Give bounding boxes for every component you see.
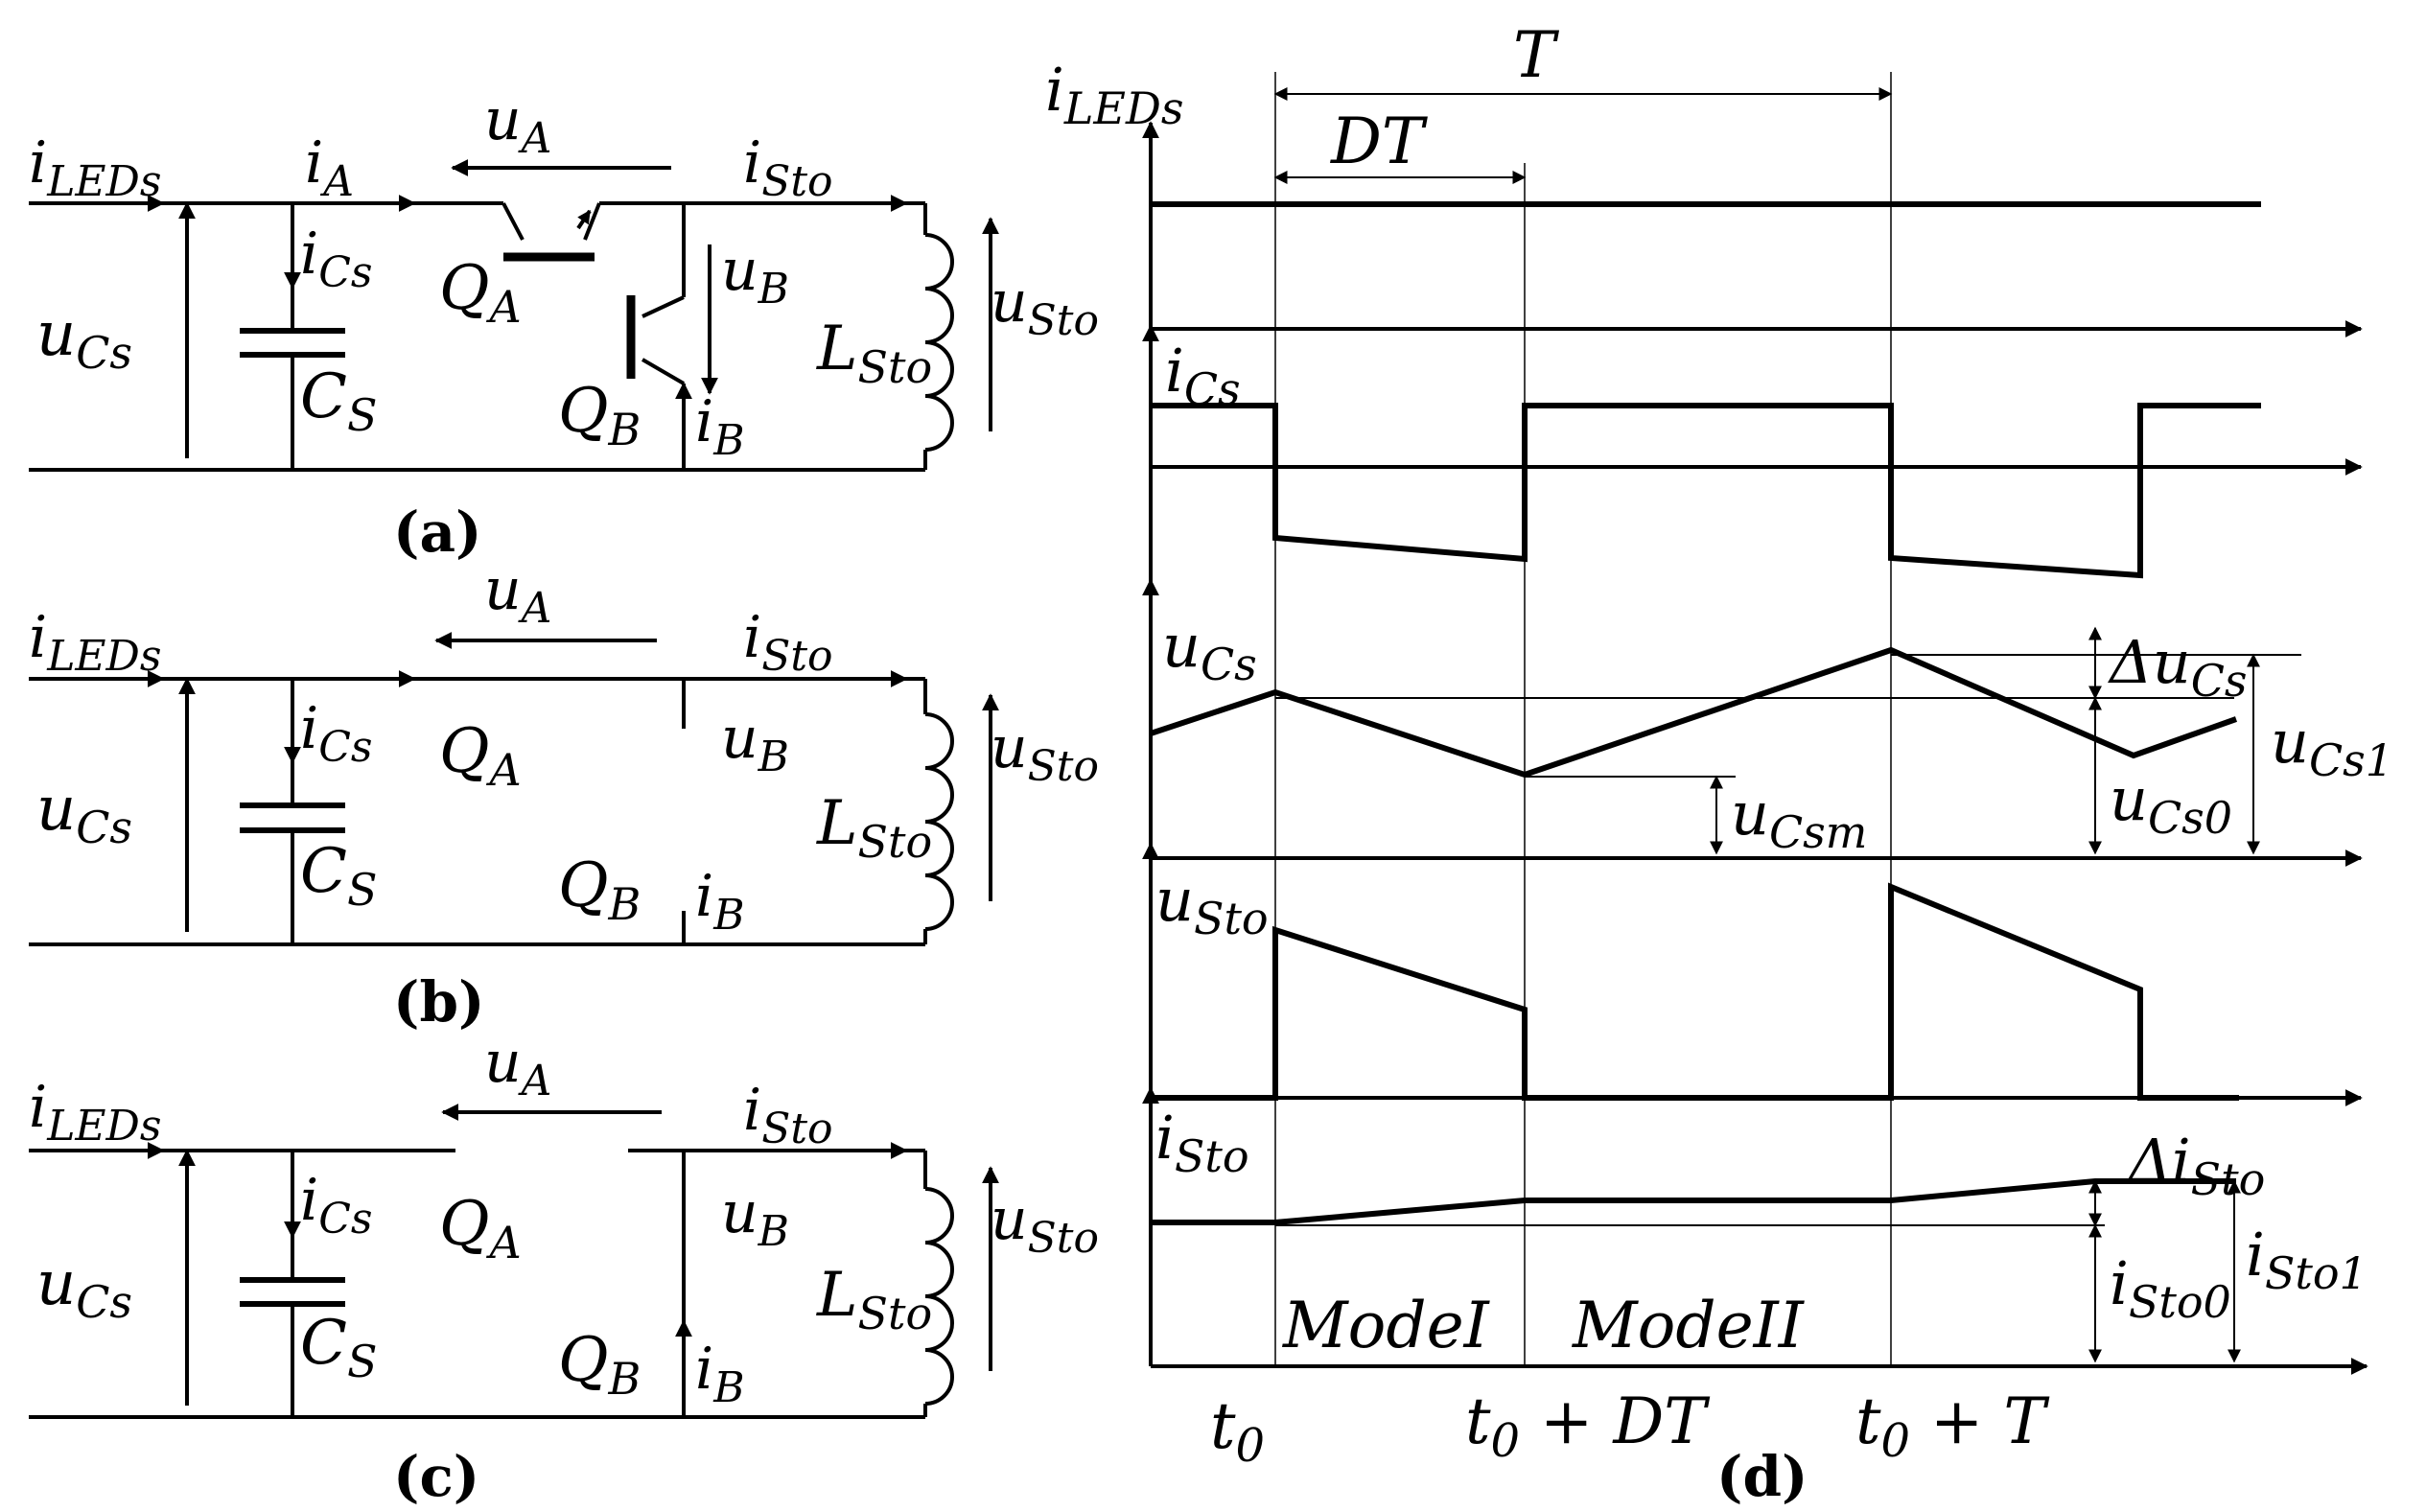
label-ua-c: uA bbox=[484, 1029, 551, 1105]
label-ucs0: uCs0 bbox=[2110, 764, 2232, 844]
label-ucs-b: uCs bbox=[36, 774, 132, 853]
circuit-c-labels: iLEDs uA iSto uCs iCs CS QA QB uB iB LSt… bbox=[29, 1029, 1099, 1509]
waveform-labels: T DT iLEDs iCs uCs ΔuCs uCs1 uCsm uCs0 u… bbox=[1045, 18, 2393, 1509]
label-cs-a: CS bbox=[300, 361, 377, 441]
label-ics-b: iCs bbox=[300, 695, 372, 772]
panel-label-b: (b) bbox=[393, 969, 484, 1035]
label-ileds-b: iLEDs bbox=[29, 604, 161, 681]
label-delta-isto: ΔiSto bbox=[2127, 1126, 2265, 1205]
inductor-lsto-a bbox=[924, 233, 954, 452]
label-lsto-a: LSto bbox=[816, 314, 932, 393]
label-lsto-b: LSto bbox=[816, 788, 932, 868]
label-ileds-c: iLEDs bbox=[29, 1074, 161, 1151]
label-ucsm: uCsm bbox=[1731, 779, 1867, 858]
label-ub-b: uB bbox=[721, 705, 789, 781]
label-ileds-a: iLEDs bbox=[29, 129, 161, 206]
panel-label-a: (a) bbox=[393, 500, 481, 565]
label-mode1: ModeI bbox=[1282, 1289, 1491, 1362]
label-ileds-wave: iLEDs bbox=[1045, 55, 1183, 134]
label-usto-c: uSto bbox=[991, 1186, 1099, 1263]
trace-isto bbox=[1151, 1178, 2236, 1225]
label-isto-b: iSto bbox=[743, 604, 833, 681]
label-qa-a: QA bbox=[439, 253, 522, 333]
label-ub-c: uB bbox=[721, 1179, 789, 1256]
circuit-b-labels: iLEDs uA iSto uCs iCs CS QA QB uB iB LSt… bbox=[29, 556, 1099, 1035]
label-ics-wave: iCs bbox=[1165, 336, 1241, 415]
label-ics-a: iCs bbox=[300, 221, 372, 297]
label-qb-c: QB bbox=[558, 1325, 641, 1405]
label-ib-c: iB bbox=[695, 1336, 745, 1412]
label-ub-a: uB bbox=[721, 237, 789, 314]
label-t0: t0 bbox=[1210, 1389, 1265, 1473]
inductor-lsto-b bbox=[924, 712, 954, 931]
label-isto-wave: iSto bbox=[1155, 1103, 1249, 1182]
label-usto-b: uSto bbox=[991, 714, 1099, 791]
trace-ics bbox=[1151, 403, 2261, 579]
panel-label-d: (d) bbox=[1716, 1444, 1808, 1509]
label-qb-a: QB bbox=[558, 376, 641, 455]
label-qa-b: QA bbox=[439, 716, 522, 796]
label-isto0: iSto0 bbox=[2110, 1248, 2231, 1328]
label-t0-dt: t0 + DT bbox=[1465, 1384, 1711, 1468]
label-lsto-c: LSto bbox=[816, 1260, 932, 1339]
label-qa-c: QA bbox=[439, 1189, 522, 1268]
label-isto-c: iSto bbox=[743, 1077, 833, 1153]
circuit-a-labels: iLEDs iA uA iSto uCs iCs CS QA QB uB iB … bbox=[29, 86, 1099, 565]
label-duty: DT bbox=[1330, 105, 1429, 178]
label-ia-a: iA bbox=[305, 129, 354, 206]
circuit-a bbox=[29, 159, 999, 472]
waveform-grid bbox=[1274, 72, 1892, 1366]
waveform-axes bbox=[1142, 121, 2368, 1375]
waveform-traces bbox=[1150, 201, 2261, 1225]
label-ib-a: iB bbox=[695, 388, 745, 465]
label-usto-wave: uSto bbox=[1155, 865, 1269, 944]
trace-ucs bbox=[1150, 646, 2238, 779]
label-cs-c: CS bbox=[300, 1308, 377, 1387]
label-ua-b: uA bbox=[484, 556, 551, 633]
circuit-c bbox=[29, 1104, 999, 1419]
panel-label-c: (c) bbox=[393, 1444, 479, 1509]
label-ics-c: iCs bbox=[300, 1167, 372, 1244]
waveform-annotations bbox=[1273, 87, 2301, 1363]
label-qb-b: QB bbox=[558, 850, 641, 930]
label-t0-t: t0 + T bbox=[1855, 1384, 2050, 1468]
label-mode2: ModeII bbox=[1572, 1289, 1806, 1362]
label-ucs1: uCs1 bbox=[2271, 707, 2393, 786]
label-ucs-c: uCs bbox=[36, 1248, 132, 1328]
label-cs-b: CS bbox=[300, 836, 377, 916]
label-ib-b: iB bbox=[695, 863, 745, 940]
label-period: T bbox=[1513, 18, 1560, 92]
label-ucs-a: uCs bbox=[36, 299, 132, 379]
label-ua-a: uA bbox=[484, 86, 551, 163]
circuit-b bbox=[29, 632, 999, 946]
trace-usto bbox=[1151, 882, 2239, 1101]
inductor-lsto-c bbox=[924, 1187, 954, 1406]
label-isto1: iSto1 bbox=[2246, 1220, 2368, 1299]
label-isto-a: iSto bbox=[743, 129, 833, 206]
label-usto-a: uSto bbox=[991, 268, 1099, 345]
label-delta-ucs: ΔuCs bbox=[2108, 627, 2248, 707]
label-ucs-wave: uCs bbox=[1162, 611, 1257, 690]
